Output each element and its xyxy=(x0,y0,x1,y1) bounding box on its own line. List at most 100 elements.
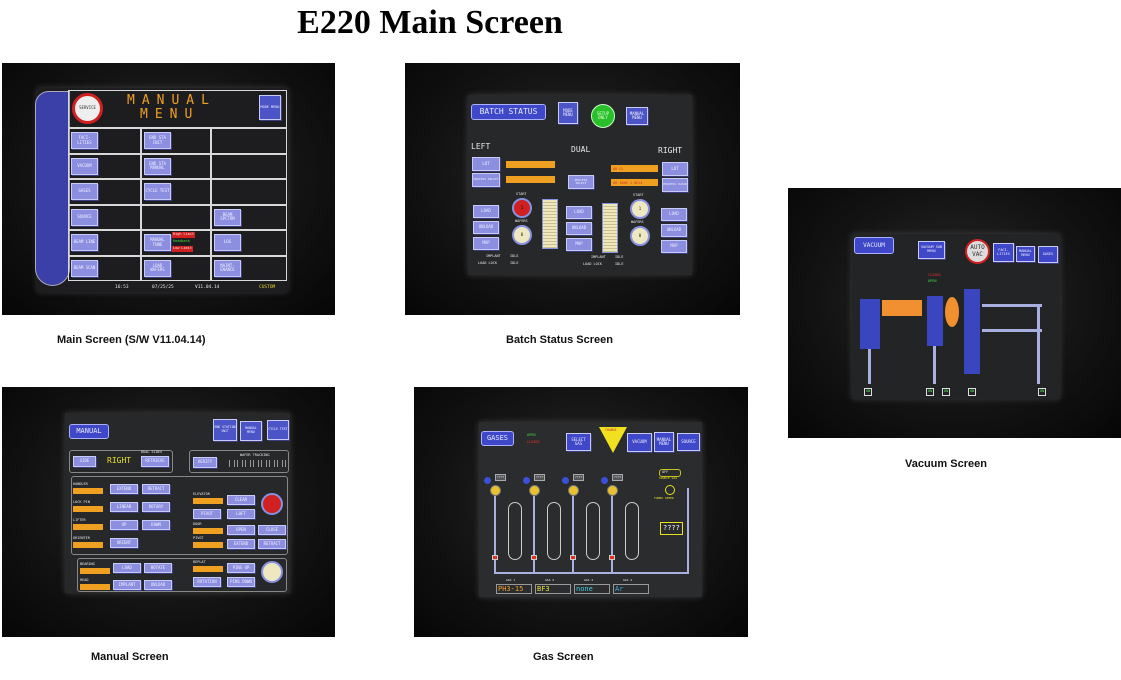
gas-valve-1[interactable] xyxy=(490,485,501,496)
dual-map-button[interactable]: MAP xyxy=(566,238,592,251)
gas-cylinder-2 xyxy=(547,502,561,560)
dual-load-button[interactable]: LOAD xyxy=(566,206,592,219)
side-button[interactable]: SIDE xyxy=(73,456,96,467)
menu-button-5[interactable]: CYCLE TEST xyxy=(144,183,171,200)
retrieve-button[interactable]: RETRIEVE xyxy=(141,456,169,467)
clear-button[interactable]: CLEAR xyxy=(227,495,255,505)
setup-only-button[interactable]: SETUP ONLY xyxy=(591,104,615,128)
right-lot-field[interactable]: AR CL xyxy=(611,165,658,172)
row-button-1[interactable]: ORIENT xyxy=(110,538,138,548)
row-button-1[interactable]: UP xyxy=(110,520,138,530)
row-button-2[interactable]: DOWN xyxy=(142,520,170,530)
door-close-button[interactable]: CLOSE xyxy=(258,525,286,535)
menu-button-12[interactable]: LOAD WAFERS xyxy=(144,259,171,277)
door-open-button[interactable]: OPEN xyxy=(227,525,255,535)
mode-menu-button[interactable]: MODE MENU xyxy=(558,102,578,124)
verify-button[interactable]: VERIFY xyxy=(193,457,217,468)
row-button-1[interactable]: LINEAR xyxy=(110,502,138,512)
menu-button-4[interactable]: GASES xyxy=(71,183,98,200)
head-unload-button[interactable]: UNLOAD xyxy=(144,580,172,590)
left-lot-button[interactable]: LOT xyxy=(472,157,500,171)
gas-shutoff-valve[interactable] xyxy=(531,555,537,560)
change-warning-icon[interactable] xyxy=(599,427,627,453)
pins-down-button[interactable]: PINS DOWN xyxy=(227,577,255,587)
menu-button-11[interactable]: BEAM SCAN xyxy=(71,259,98,277)
right-map-button[interactable]: MAP xyxy=(661,240,687,253)
gas-shutoff-valve[interactable] xyxy=(492,555,498,560)
left-start-label: START xyxy=(516,192,527,196)
left-load-button[interactable]: LOAD xyxy=(473,205,499,218)
pump-status-4: ON xyxy=(968,388,977,396)
right-load-button[interactable]: LOAD xyxy=(661,208,687,221)
gas-pressure: ???? xyxy=(573,474,585,481)
dual-process-select-button[interactable]: PROCESS SELECT xyxy=(568,175,594,189)
left-map-button[interactable]: MAP xyxy=(473,237,499,250)
gases-button[interactable]: GASES xyxy=(1038,246,1058,263)
gas-cylinder-3 xyxy=(586,502,600,560)
cycle-test-button[interactable]: CYCLE TEST xyxy=(267,420,289,440)
pivot-extend-button[interactable]: EXTEND xyxy=(227,539,255,549)
row-label: HANDLER xyxy=(73,482,88,486)
right-process-field[interactable]: AR 100K 1.0E14 xyxy=(611,179,658,186)
right-lot-button[interactable]: LOT xyxy=(662,162,688,176)
gas-slot-value[interactable]: Ar xyxy=(613,584,649,594)
bearing-rotate-button[interactable]: ROTATE xyxy=(144,563,172,573)
menu-button-7[interactable]: BEAM SPCTRM xyxy=(214,208,241,226)
menu-button-8[interactable]: BEAM LINE xyxy=(71,234,98,251)
gas-valve-4[interactable] xyxy=(607,485,618,496)
menu-button-9[interactable]: MANUAL TUNE xyxy=(144,234,171,251)
menu-button-1[interactable]: END STA INIT xyxy=(144,132,171,149)
rotation-button[interactable]: ROTATION xyxy=(193,577,221,587)
gas-slot-value[interactable]: PH3-15 xyxy=(496,584,532,594)
facilities-button[interactable]: FACI-LITIES xyxy=(993,243,1014,262)
menu-button-3[interactable]: END STA MANUAL xyxy=(144,157,171,175)
pivot-button[interactable]: PIVOT xyxy=(193,509,221,519)
manual-menu-button[interactable]: MANUAL MENU xyxy=(240,421,262,441)
right-start-dial[interactable]: 1 xyxy=(630,199,650,219)
open-legend: OPEN xyxy=(928,279,937,283)
menu-button-6[interactable]: SOURCE xyxy=(71,208,98,226)
gas-slot-value[interactable]: none xyxy=(574,584,610,594)
right-process-clear-button[interactable]: PROCESS CLEAR xyxy=(662,178,688,192)
vacuum-button[interactable]: VACUUM xyxy=(627,433,652,452)
bearing-load-button[interactable]: LOAD xyxy=(113,563,141,573)
gas-shutoff-valve[interactable] xyxy=(570,555,576,560)
right-unload-button[interactable]: UNLOAD xyxy=(661,224,687,237)
right-load-lock-label: LOAD LOCK xyxy=(583,262,602,266)
gas-shutoff-valve[interactable] xyxy=(609,555,615,560)
manual-menu-button[interactable]: MANUAL MENU xyxy=(1016,246,1035,262)
pivot-retract-button[interactable]: RETRACT xyxy=(258,539,286,549)
mode-menu-button[interactable]: MODE MENU xyxy=(259,95,281,120)
loft-button[interactable]: LOFT xyxy=(227,509,255,519)
manual-menu-button[interactable]: MANUAL MENU xyxy=(654,432,674,452)
row-button-1[interactable]: EXTEND xyxy=(110,484,138,494)
pins-up-button[interactable]: PINS UP xyxy=(227,563,255,573)
auto-vac-button[interactable]: AUTO VAC xyxy=(965,239,990,264)
row-button-2[interactable]: RETRACT xyxy=(142,484,170,494)
menu-button-2[interactable]: VACUUM xyxy=(71,157,98,175)
left-start-dial[interactable]: 1 xyxy=(512,198,532,218)
gas-valve-3[interactable] xyxy=(568,485,579,496)
low-limit-label: Low Limit xyxy=(172,246,193,252)
menu-button-0[interactable]: FACI-LITIES xyxy=(71,132,98,149)
source-button[interactable]: SOURCE xyxy=(677,433,700,451)
gas-slot-value[interactable]: BF3 xyxy=(535,584,571,594)
select-gas-button[interactable]: SELECT GAS xyxy=(566,433,591,451)
left-lot-field[interactable] xyxy=(506,161,555,168)
menu-button-10[interactable]: LOG xyxy=(214,234,241,251)
manual-menu-button[interactable]: MANUAL MENU xyxy=(626,107,648,125)
service-button[interactable]: SERVICE xyxy=(72,93,103,124)
gas-valve-2[interactable] xyxy=(529,485,540,496)
dual-unload-button[interactable]: UNLOAD xyxy=(566,222,592,235)
row-button-2[interactable]: ROTARY xyxy=(142,502,170,512)
menu-button-13[interactable]: MAINT-ENANCE xyxy=(214,259,241,277)
left-process-field[interactable] xyxy=(506,176,555,183)
vacuum-sub-menu-button[interactable]: VACUUM SUB MENU xyxy=(918,241,945,259)
left-process-select-button[interactable]: PROCESS SELECT xyxy=(472,173,500,187)
left-unload-button[interactable]: UNLOAD xyxy=(473,221,499,234)
left-wafers-dial[interactable]: 0 xyxy=(512,225,532,245)
end-station-init-button[interactable]: END STATION INIT xyxy=(213,419,237,441)
batch-screen-caption: Batch Status Screen xyxy=(506,334,613,346)
head-implant-button[interactable]: IMPLANT xyxy=(113,580,141,590)
right-wafers-dial[interactable]: 0 xyxy=(630,226,650,246)
